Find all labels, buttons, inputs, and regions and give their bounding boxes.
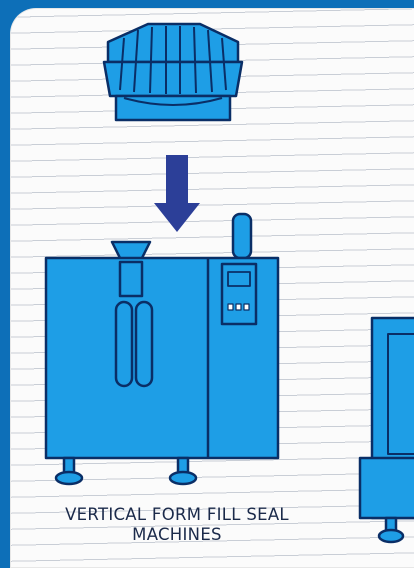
caption-line-1: VERTICAL FORM FILL SEAL — [12, 505, 342, 525]
second-machine — [360, 318, 414, 542]
down-arrow-icon — [154, 155, 200, 232]
machine-caption: VERTICAL FORM FILL SEAL MACHINES — [12, 505, 342, 545]
vffs-machine — [46, 214, 278, 484]
caption-line-2: MACHINES — [12, 525, 342, 545]
multihead-weigher — [104, 24, 242, 120]
